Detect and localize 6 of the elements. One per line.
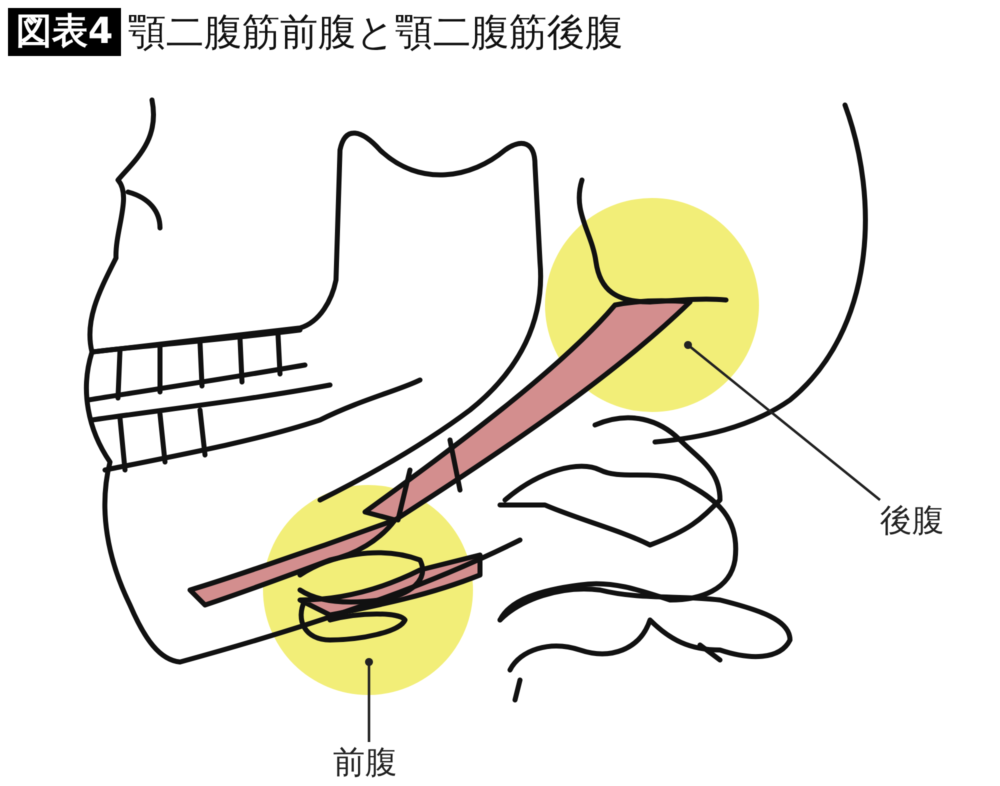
leader-line — [365, 658, 373, 742]
diagram-title: 顎二腹筋前腹と顎二腹筋後腹 — [128, 9, 623, 56]
part-label: 前腹 — [333, 742, 397, 782]
figure-number-badge: 図表4 — [8, 8, 122, 56]
leader-line — [684, 341, 881, 501]
part-label: 後腹 — [880, 500, 944, 540]
